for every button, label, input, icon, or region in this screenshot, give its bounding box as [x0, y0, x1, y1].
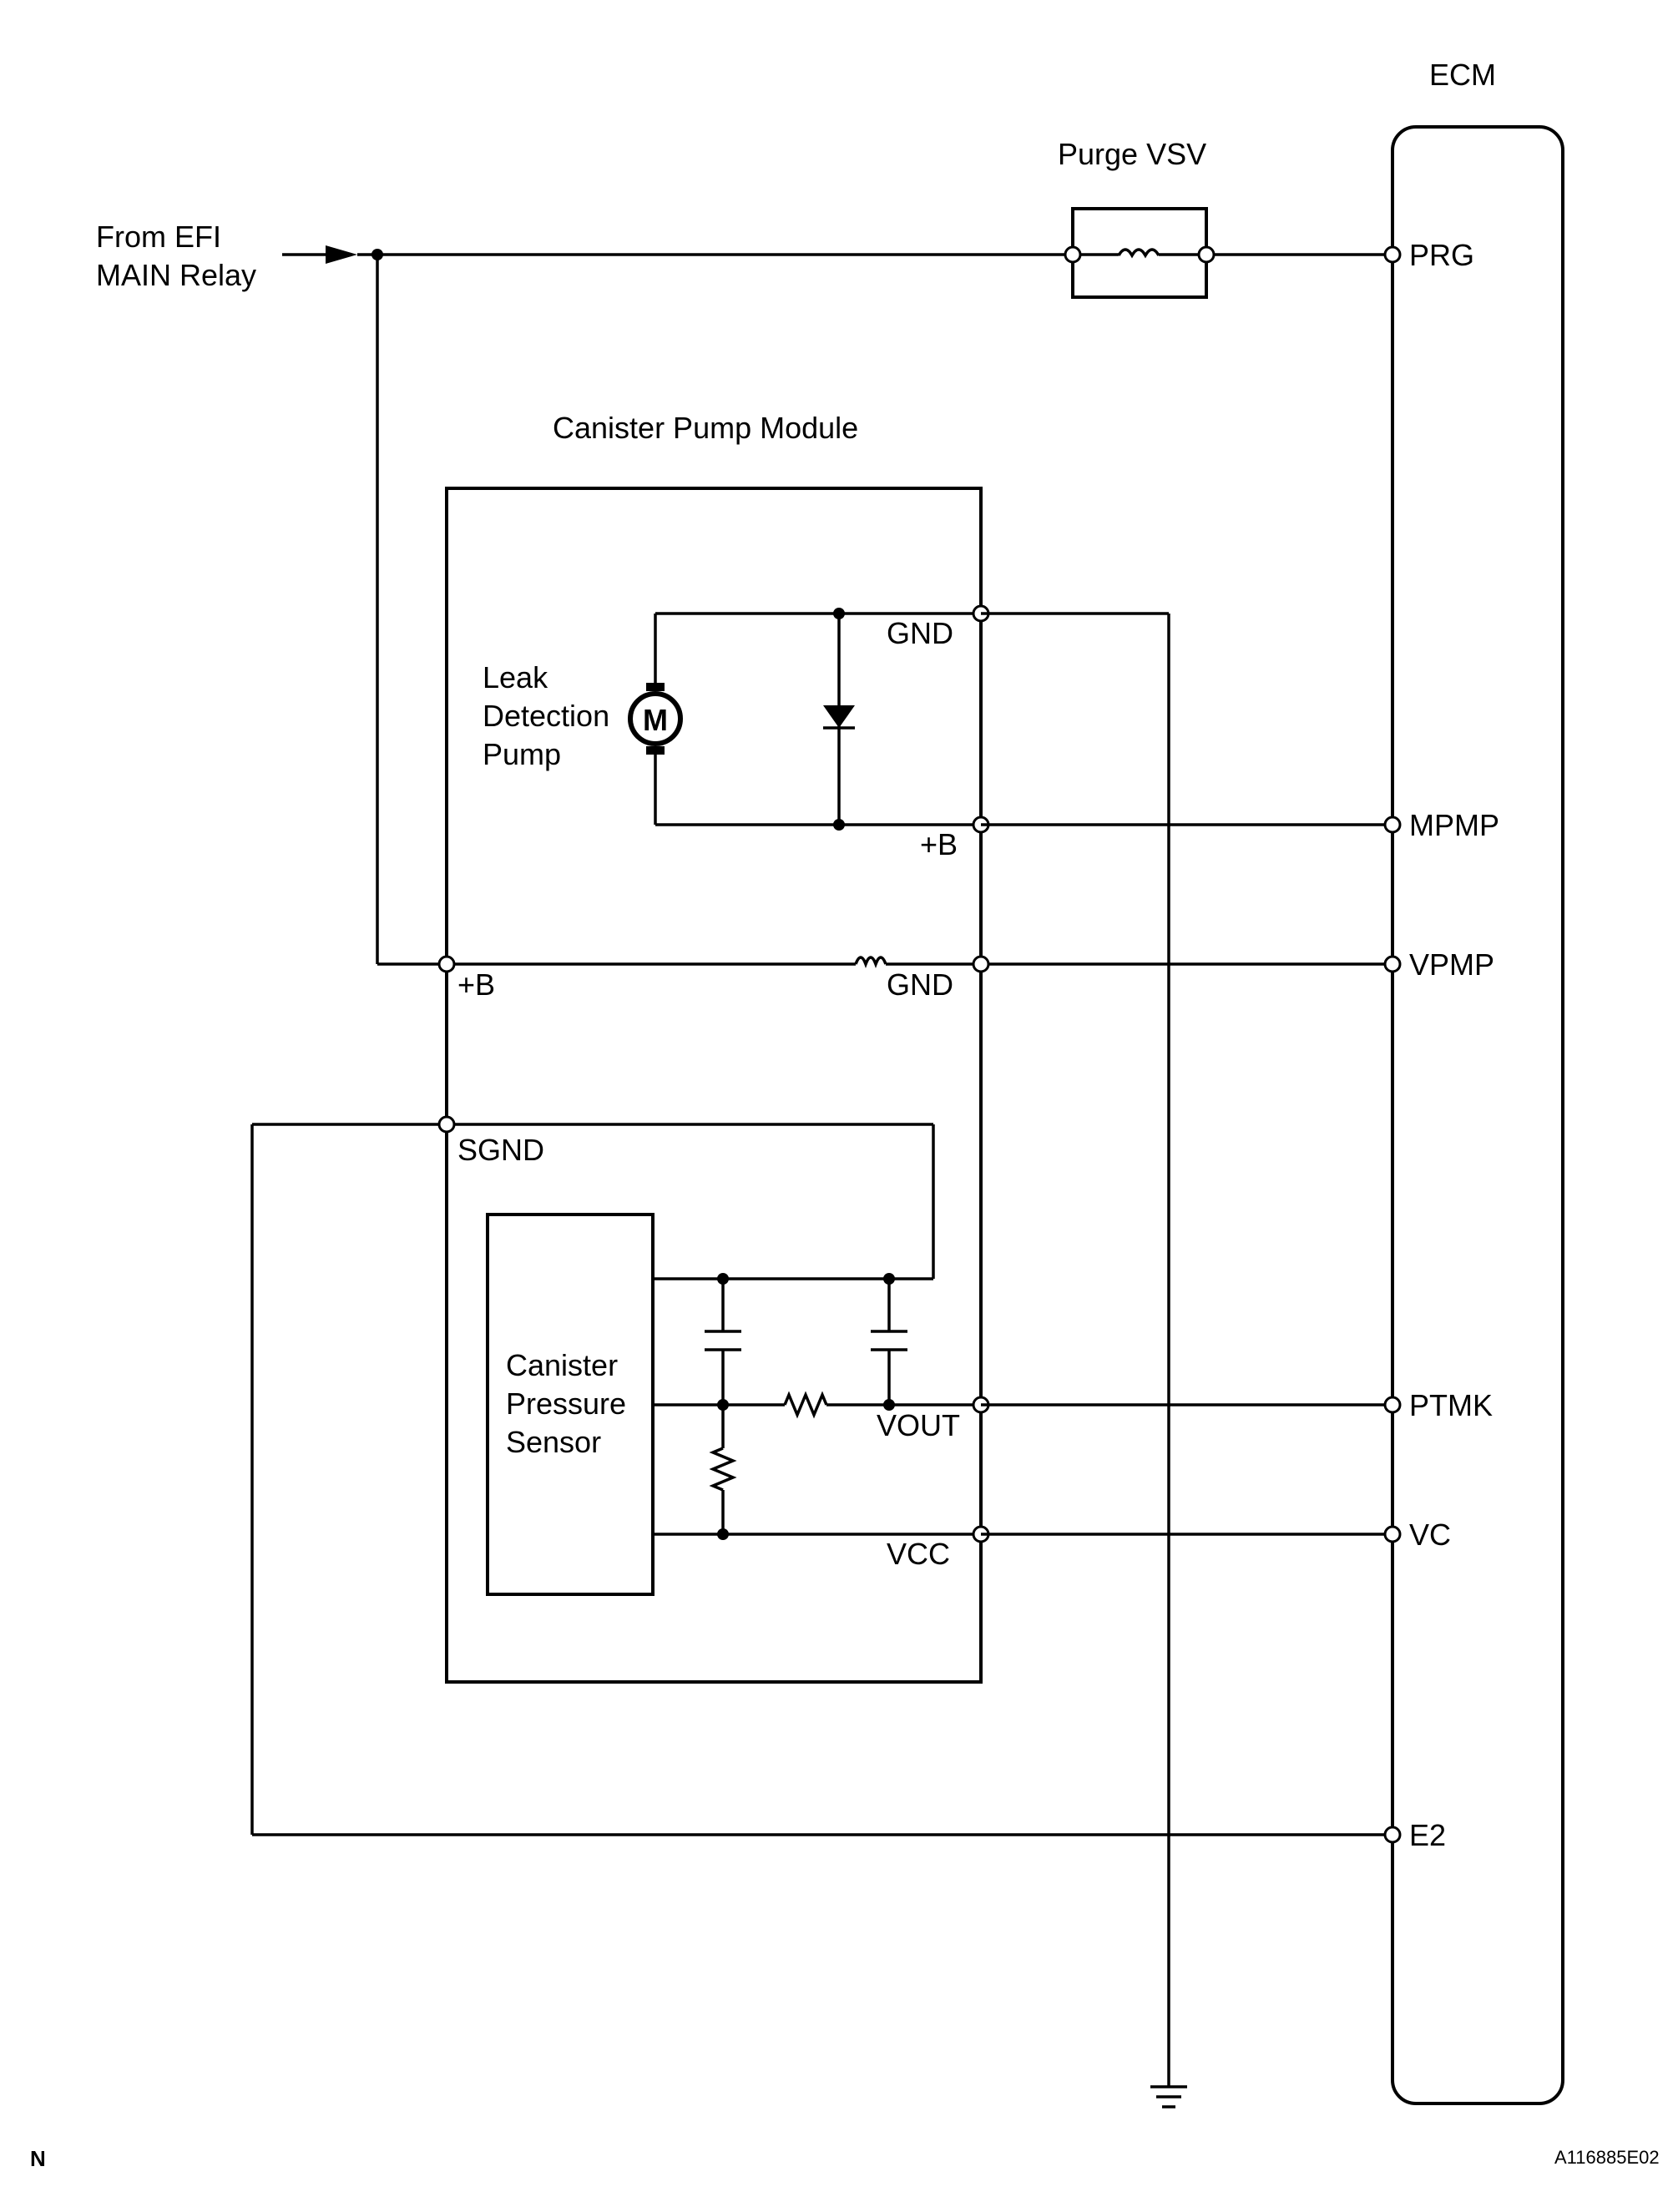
purge-vsv-label: Purge VSV [1058, 137, 1206, 171]
resistor-icon [783, 1391, 828, 1419]
canister-pump-module-label: Canister Pump Module [553, 411, 858, 445]
terminal-sgnd: SGND [457, 1133, 544, 1167]
terminal-vcc: VCC [887, 1537, 950, 1571]
sensor-label-2: Pressure [506, 1386, 626, 1421]
ecm-pin-vc: VC [1409, 1518, 1451, 1552]
junction-dot [883, 1399, 895, 1411]
terminal-plus-b-right: +B [920, 827, 958, 861]
ecm-pin-vpmp-terminal [1383, 955, 1402, 973]
ecm-pin-vpmp: VPMP [1409, 947, 1494, 982]
motor-icon [628, 691, 683, 746]
ecm-pin-vc-terminal [1383, 1525, 1402, 1543]
ecm-pin-mpmp-terminal [1383, 816, 1402, 834]
ecm-box [1391, 125, 1564, 2105]
terminal [1197, 245, 1216, 264]
terminal [437, 955, 456, 973]
motor-brush-top [646, 683, 665, 691]
figure-code: A116885E02 [1554, 2147, 1660, 2168]
leak-pump-label-2: Detection [483, 699, 609, 733]
ecm-title: ECM [1429, 58, 1496, 92]
corner-label: N [30, 2146, 46, 2171]
purge-vsv-box [1071, 207, 1208, 299]
diode-icon [823, 705, 855, 728]
canister-pump-module-box [445, 487, 983, 1684]
terminal [1064, 245, 1082, 264]
terminal-gnd-vpmp: GND [887, 967, 953, 1002]
terminal [437, 1115, 456, 1134]
ecm-pin-ptmk: PTMK [1409, 1388, 1493, 1422]
motor-brush-bottom [646, 746, 665, 755]
ecm-pin-ptmk-terminal [1383, 1396, 1402, 1414]
ecm-pin-e2: E2 [1409, 1818, 1446, 1852]
ecm-pin-prg-terminal [1383, 245, 1402, 264]
from-efi-label-2: MAIN Relay [96, 258, 256, 292]
ecm-pin-prg: PRG [1409, 238, 1474, 272]
ecm-pin-mpmp: MPMP [1409, 808, 1499, 842]
motor-symbol: M [643, 703, 668, 737]
sensor-label-3: Sensor [506, 1425, 601, 1459]
terminal-vout: VOUT [877, 1408, 960, 1442]
valve-coil-icon [854, 956, 887, 968]
purge-vsv-coil-icon [1117, 248, 1160, 259]
arrow-right-icon [326, 245, 357, 264]
resistor-icon [709, 1447, 737, 1492]
leak-pump-label-3: Pump [483, 737, 561, 771]
from-efi-label-1: From EFI [96, 220, 221, 254]
terminal-gnd-top: GND [887, 616, 953, 650]
sensor-label-1: Canister [506, 1348, 618, 1382]
ecm-pin-e2-terminal [1383, 1826, 1402, 1844]
terminal-plus-b-left: +B [457, 967, 495, 1002]
terminal [972, 955, 990, 973]
leak-pump-label-1: Leak [483, 660, 548, 694]
